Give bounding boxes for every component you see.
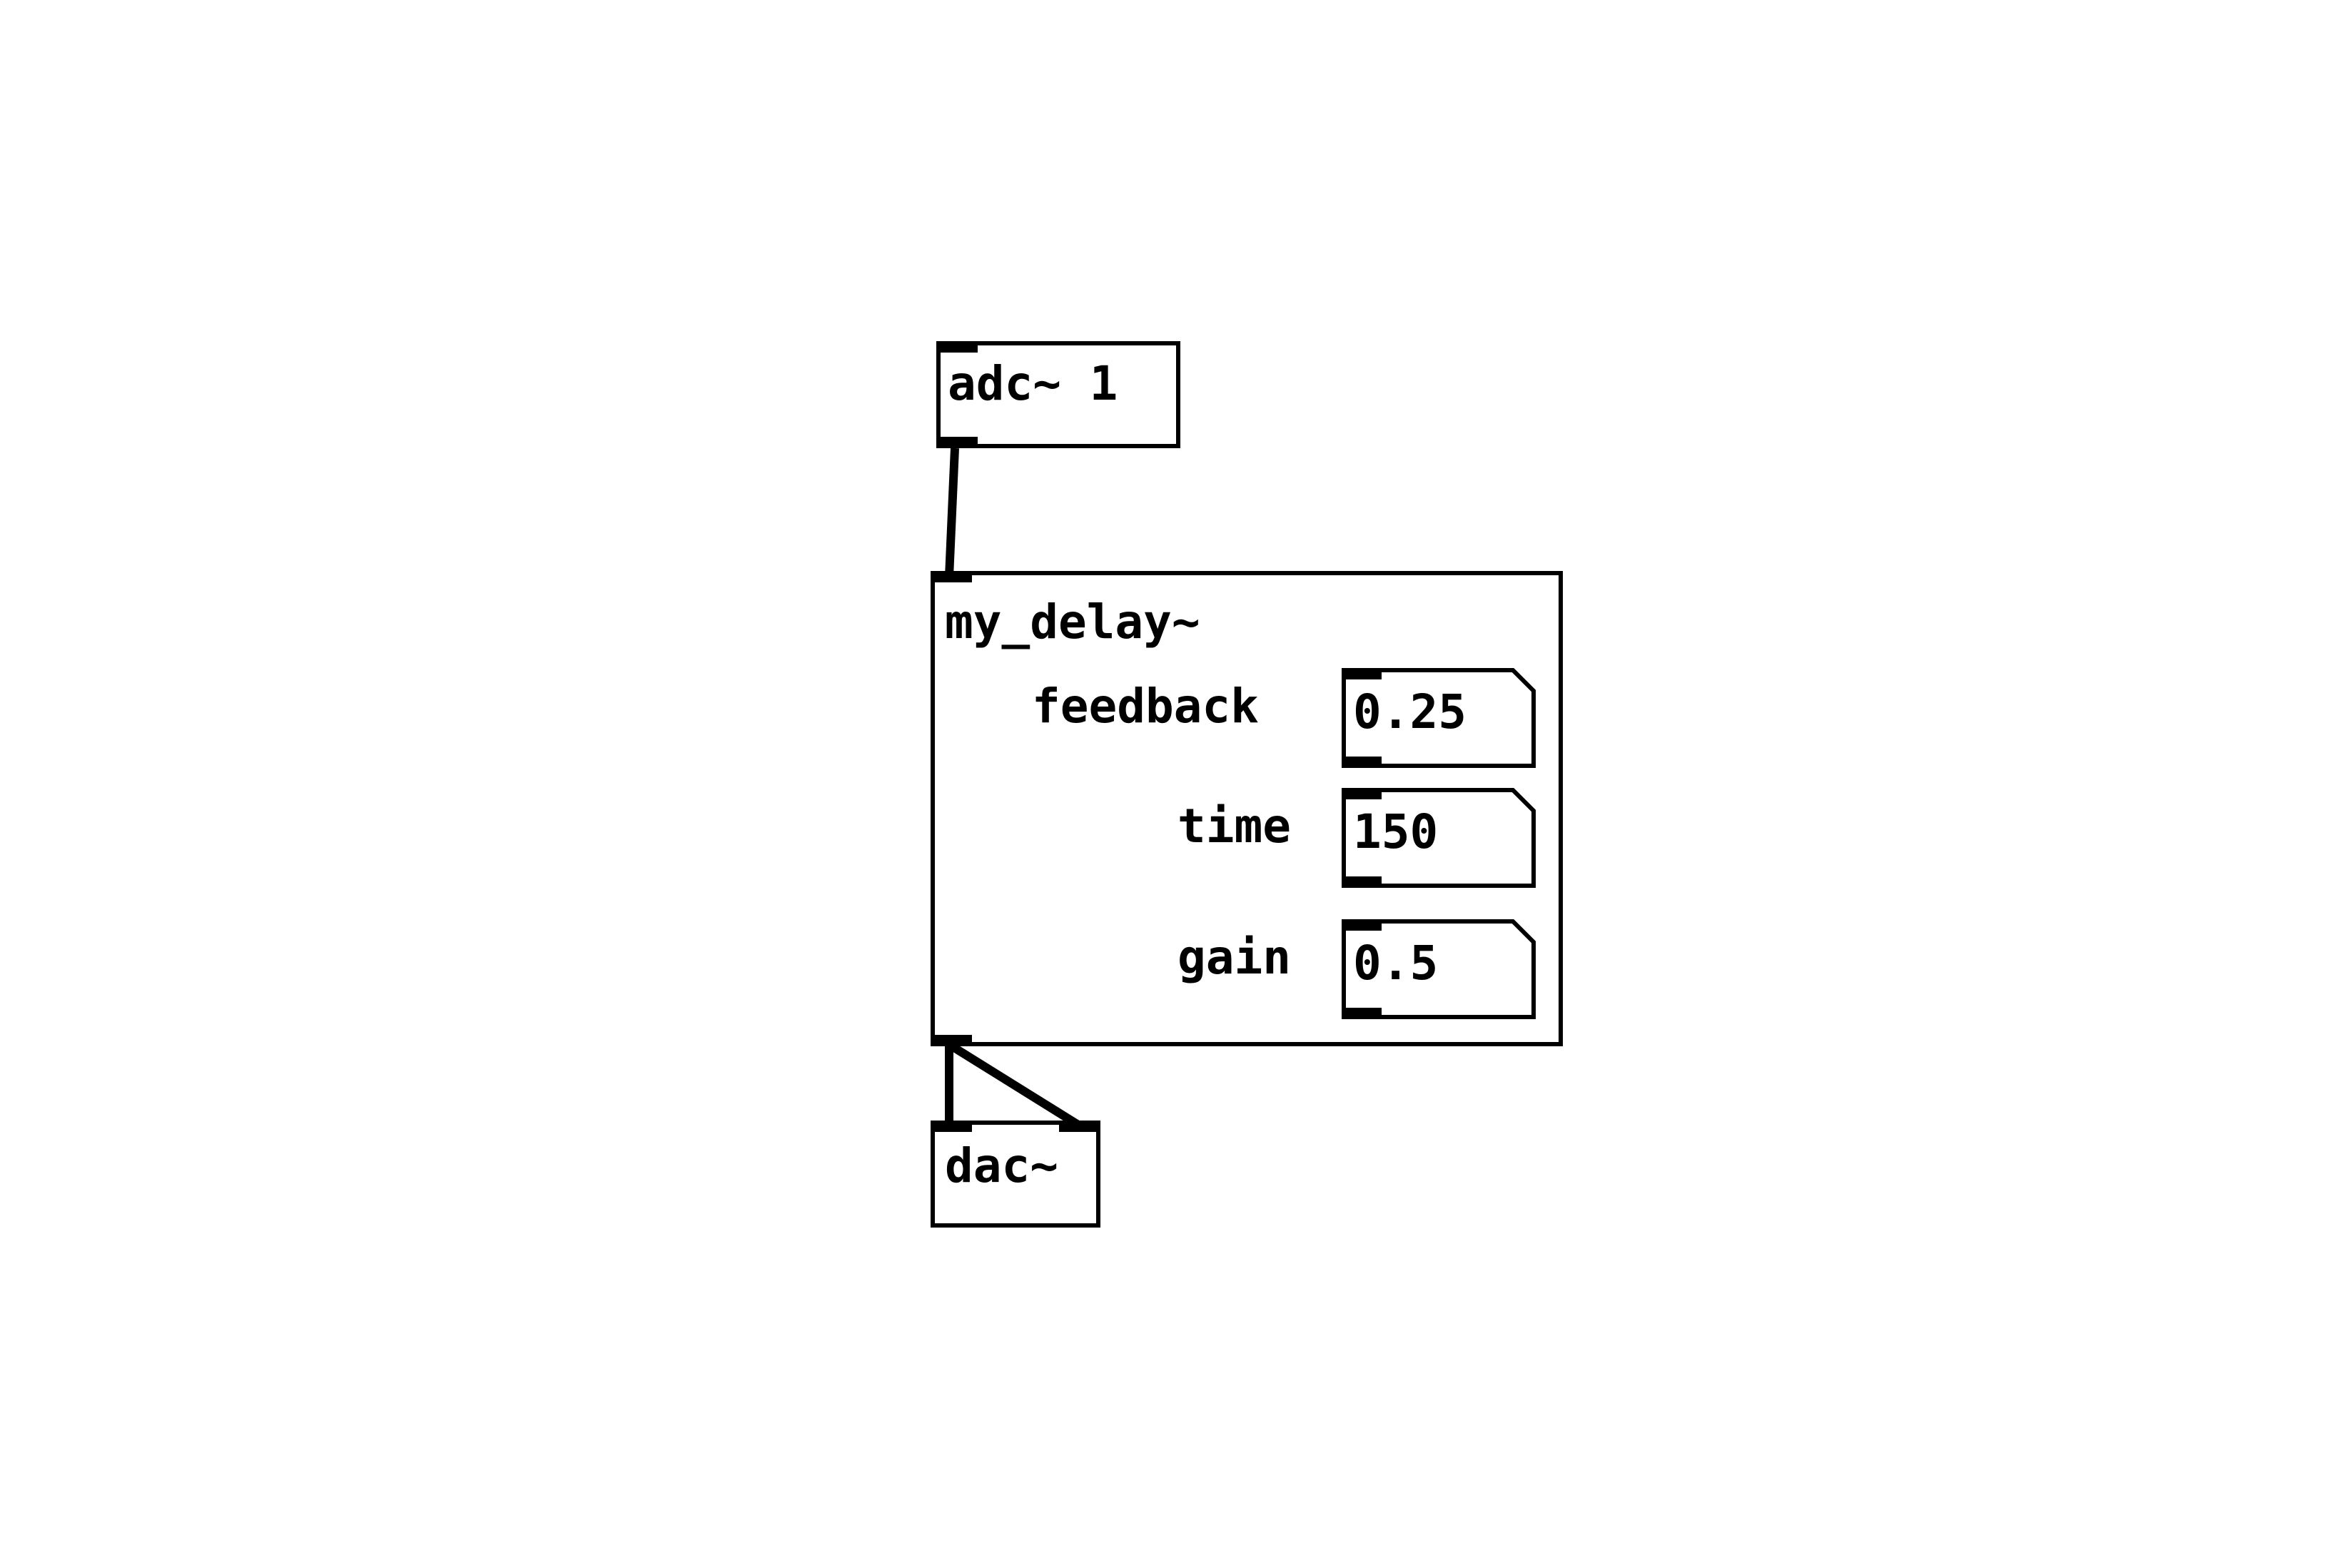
time-number-box[interactable]: 150: [1342, 788, 1536, 888]
dac-object[interactable]: dac~: [931, 1121, 1100, 1228]
time-label: time: [1177, 799, 1291, 854]
feedback-value: 0.25: [1353, 684, 1467, 739]
adc-object-label: adc~ 1: [948, 356, 1118, 411]
delay-inlet[interactable]: [931, 571, 972, 582]
dac-right-inlet[interactable]: [1059, 1121, 1100, 1132]
feedback-number-inlet[interactable]: [1342, 668, 1382, 679]
gain-number-outlet[interactable]: [1342, 1008, 1382, 1019]
gain-number-inlet[interactable]: [1342, 919, 1382, 931]
time-number-inlet[interactable]: [1342, 788, 1382, 799]
time-number-outlet[interactable]: [1342, 876, 1382, 888]
adc-inlet[interactable]: [936, 341, 978, 353]
delay-subpatch-label: my_delay~: [945, 595, 1200, 649]
number-box-outline: [1342, 788, 1536, 888]
time-value: 150: [1353, 804, 1439, 859]
delay-outlet[interactable]: [931, 1035, 972, 1046]
delay-subpatch[interactable]: my_delay~: [931, 571, 1563, 1046]
feedback-number-box[interactable]: 0.25: [1342, 668, 1536, 768]
dac-left-inlet[interactable]: [931, 1121, 972, 1132]
gain-label: gain: [1177, 930, 1291, 985]
wire-delay-to-dac-right[interactable]: [949, 1042, 1083, 1131]
adc-object[interactable]: adc~ 1: [936, 341, 1180, 448]
wire-adc-to-delay[interactable]: [945, 447, 959, 577]
gain-number-box[interactable]: 0.5: [1342, 919, 1536, 1019]
number-box-outline: [1342, 919, 1536, 1019]
gain-value: 0.5: [1353, 936, 1439, 991]
feedback-label: feedback: [1032, 679, 1259, 734]
adc-outlet[interactable]: [936, 437, 978, 448]
dac-object-label: dac~: [945, 1138, 1058, 1193]
number-box-outline: [1342, 668, 1536, 768]
feedback-number-outlet[interactable]: [1342, 757, 1382, 768]
